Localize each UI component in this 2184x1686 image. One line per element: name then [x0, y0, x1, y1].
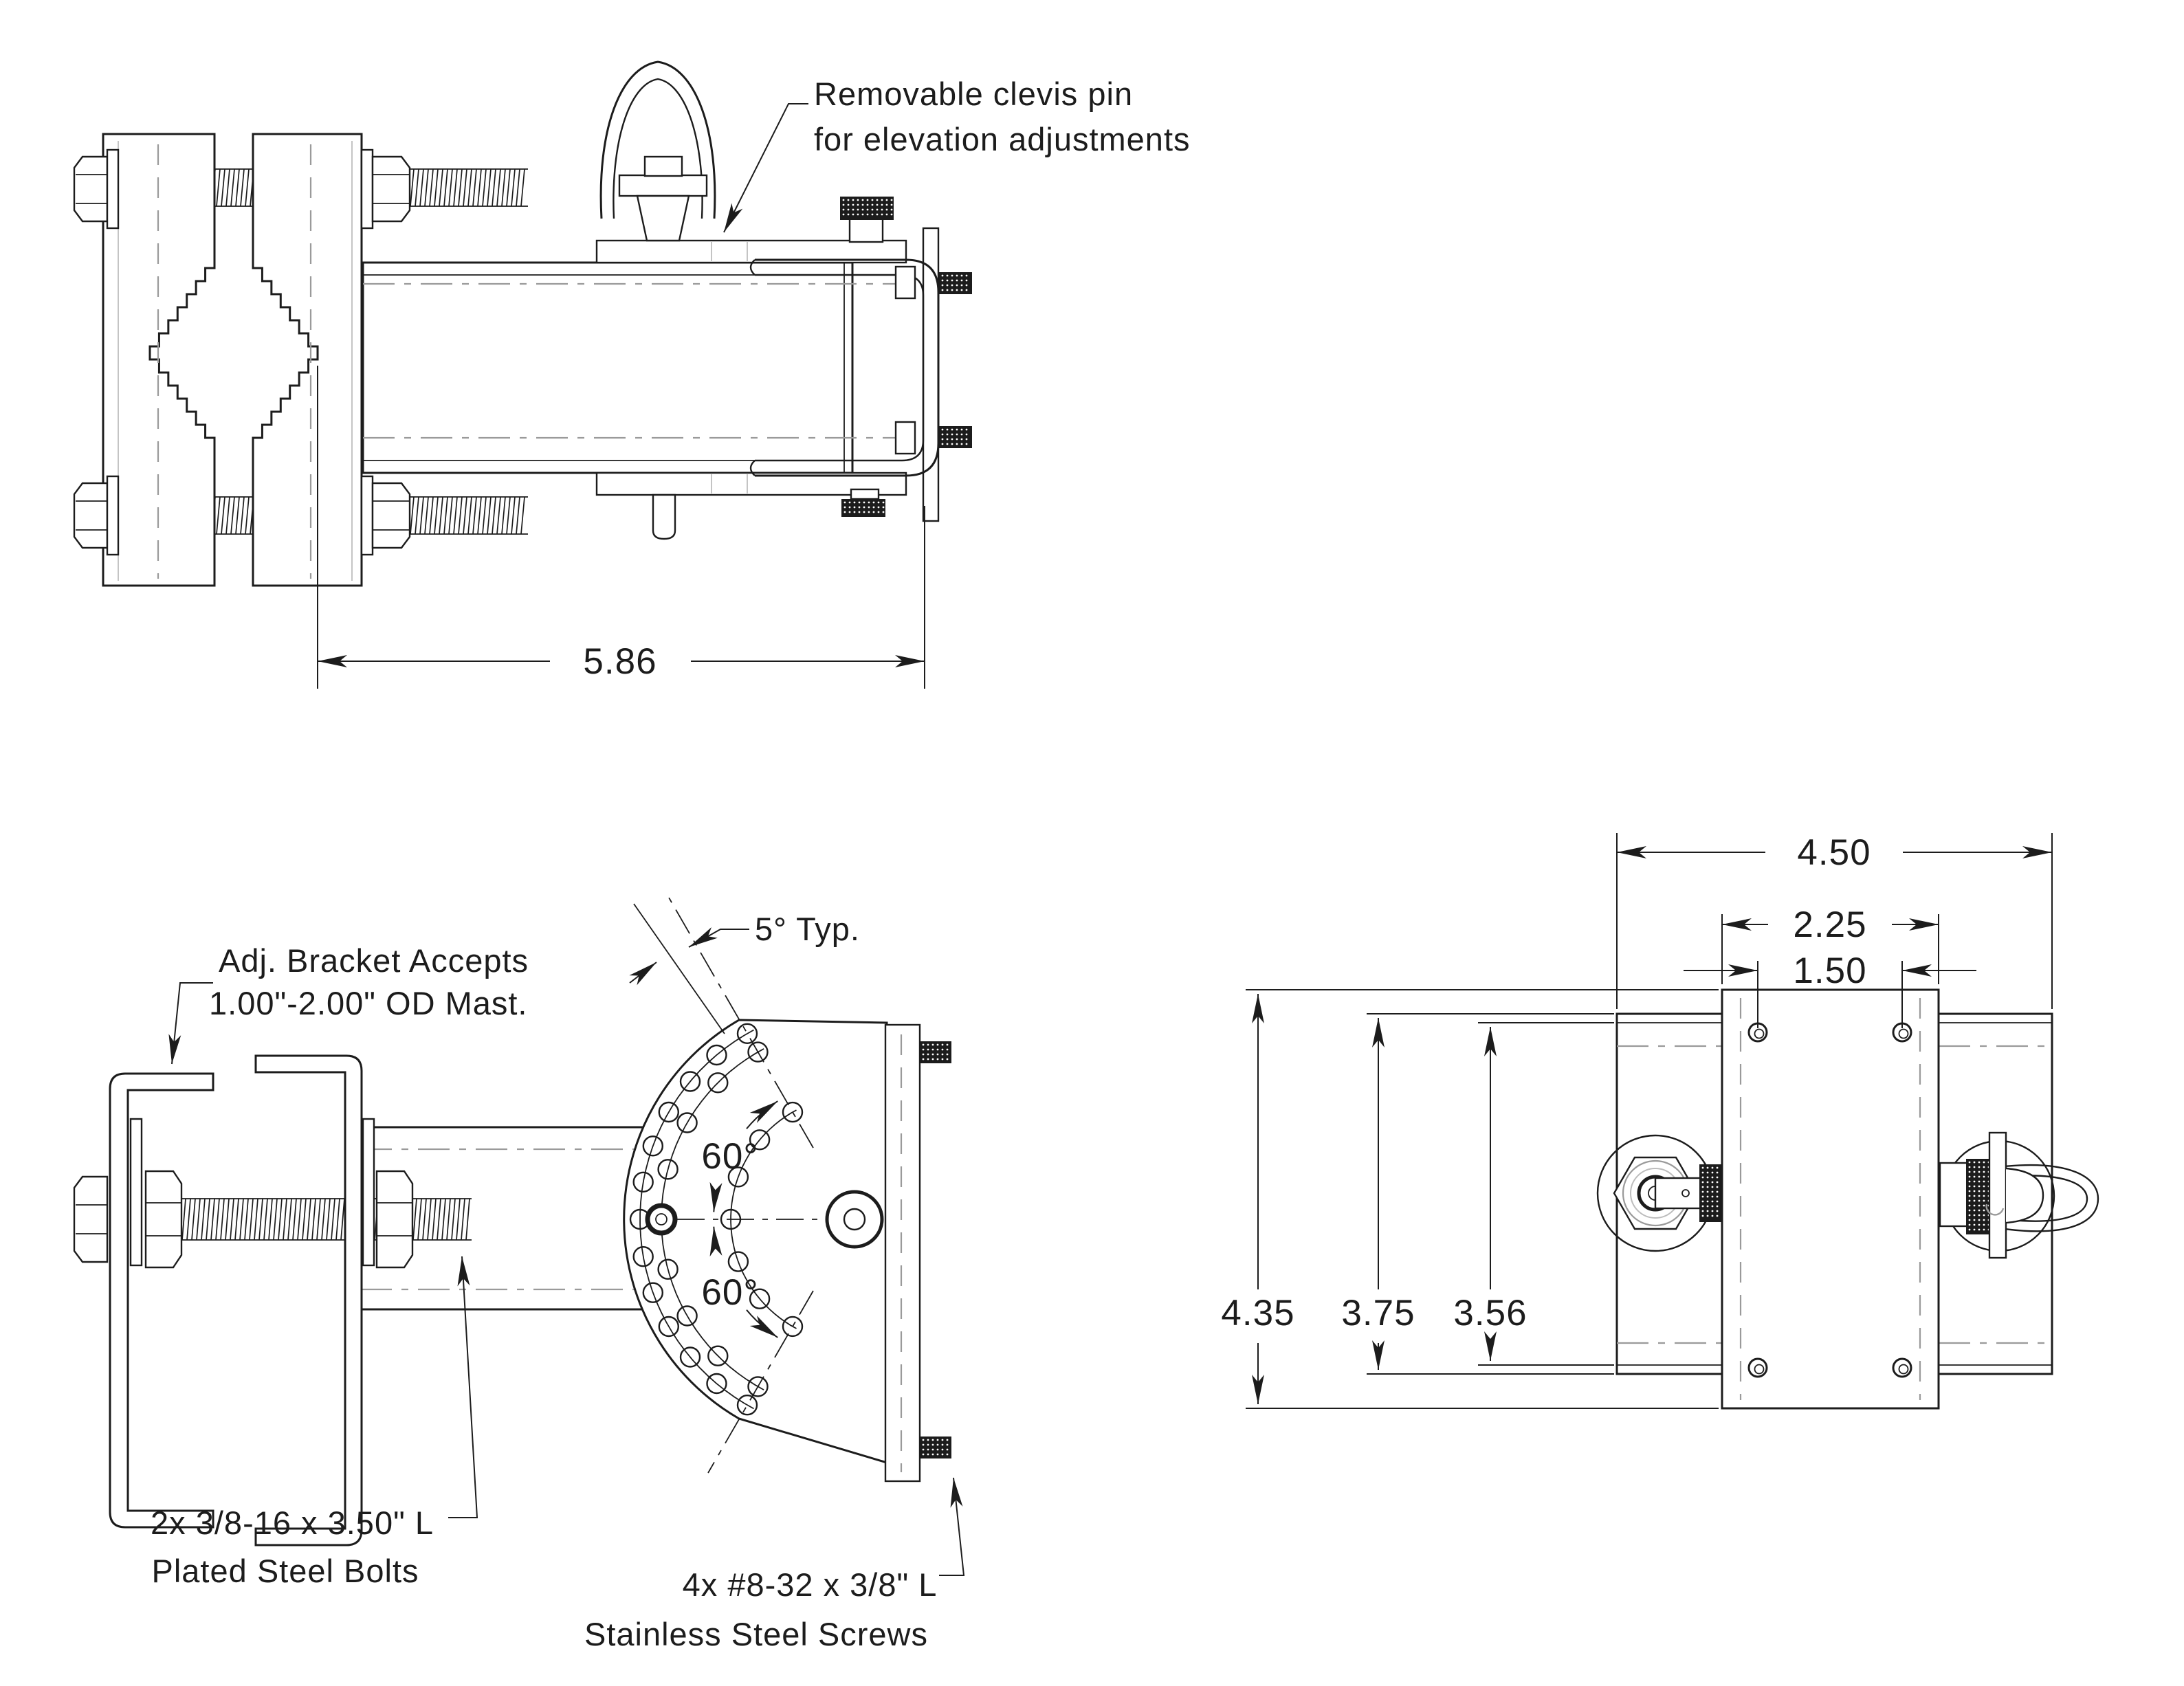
dim-boom-length: 5.86: [317, 366, 925, 689]
bolts-note-leader: [448, 1256, 478, 1518]
rear-view: 4.50 2.25 1.50 4.35: [1221, 832, 2099, 1410]
dim-plate-height-value: 4.35: [1221, 1293, 1294, 1333]
screw-hole: [1747, 1357, 1768, 1378]
dim-hole-spacing-value: 1.50: [1793, 951, 1866, 991]
thumbscrew-bottom: [841, 499, 885, 517]
side-view: 60° 60° 5° Typ. Adj. Bracket Accepts 1.: [73, 897, 965, 1652]
dim-hole-spacing: 1.50: [1684, 951, 1976, 1028]
boom-tube: [362, 261, 923, 474]
mast-channel-right: [254, 1054, 363, 1546]
clevis-note-line2: for elevation adjustments: [814, 121, 1191, 157]
bolts-note-line2: Plated Steel Bolts: [152, 1553, 419, 1589]
clevis-pin-rear: [1939, 1131, 2099, 1259]
angle-annotations: 60° 60° 5° Typ.: [629, 897, 860, 1474]
pivot-hub: [825, 1190, 884, 1249]
dim-channel-height: 3.56: [1453, 1022, 1614, 1366]
screws-note-line1: 4x #8-32 x 3/8" L: [683, 1566, 938, 1603]
fan-set-screws: [920, 1041, 951, 1458]
clevis-pin: [599, 60, 716, 540]
top-view: Removable clevis pin for elevation adjus…: [73, 60, 1191, 689]
clevis-note-leader: [723, 103, 808, 233]
screws-note-leader: [939, 1477, 965, 1576]
elevation-nut-rear: [1596, 1134, 1723, 1252]
angle-lower-label: 60°: [701, 1272, 758, 1313]
mast-note-leader: [168, 982, 213, 1065]
clamp-bolt-top: [73, 148, 528, 230]
elevation-fan-plate: [623, 1019, 888, 1465]
thumbscrew-top: [840, 197, 894, 220]
clamp-bolt-bottom: [73, 475, 528, 556]
mounting-plate: [1721, 988, 1940, 1410]
clamp-bolt-side: [73, 1118, 414, 1269]
dim-plate-width-value: 2.25: [1793, 905, 1866, 945]
dim-outer-width-value: 4.50: [1797, 832, 1871, 873]
screws-note-line2: Stainless Steel Screws: [584, 1616, 928, 1652]
dim-bracket-height: 3.75: [1341, 1013, 1614, 1375]
dim-channel-height-value: 3.56: [1453, 1293, 1527, 1333]
rear-plate-side: [884, 1023, 921, 1483]
mast-note-line1: Adj. Bracket Accepts: [219, 942, 529, 979]
dim-bracket-height-value: 3.75: [1341, 1293, 1415, 1333]
elevation-holes: [629, 1023, 804, 1416]
clevis-note-line1: Removable clevis pin: [814, 76, 1133, 112]
dim-plate-height: 4.35: [1221, 989, 1719, 1409]
elevation-bolt-head: [645, 1203, 678, 1236]
bolts-note-line1: 2x 3/8-16 x 3.50" L: [151, 1505, 434, 1541]
dim-plate-width: 2.25: [1721, 905, 1939, 984]
angle-typ-label: 5° Typ.: [755, 911, 860, 947]
angle-upper-label: 60°: [701, 1136, 758, 1177]
pin-ring: [2004, 1164, 2099, 1232]
screw-hole: [1892, 1357, 1912, 1378]
dim-boom-length-value: 5.86: [583, 641, 657, 682]
antenna-u-bracket: [749, 258, 940, 477]
boom-tube-side: [360, 1126, 643, 1311]
thumbscrew-stem: [848, 217, 884, 243]
mast-channel-left: [109, 1072, 214, 1529]
dim-outer-width: 4.50: [1616, 832, 2053, 1009]
set-screws: [939, 272, 972, 448]
rear-plate-edge: [922, 227, 940, 522]
mast-note-line2: 1.00"-2.00" OD Mast.: [209, 985, 528, 1021]
clevis-pin-tip: [652, 493, 676, 540]
